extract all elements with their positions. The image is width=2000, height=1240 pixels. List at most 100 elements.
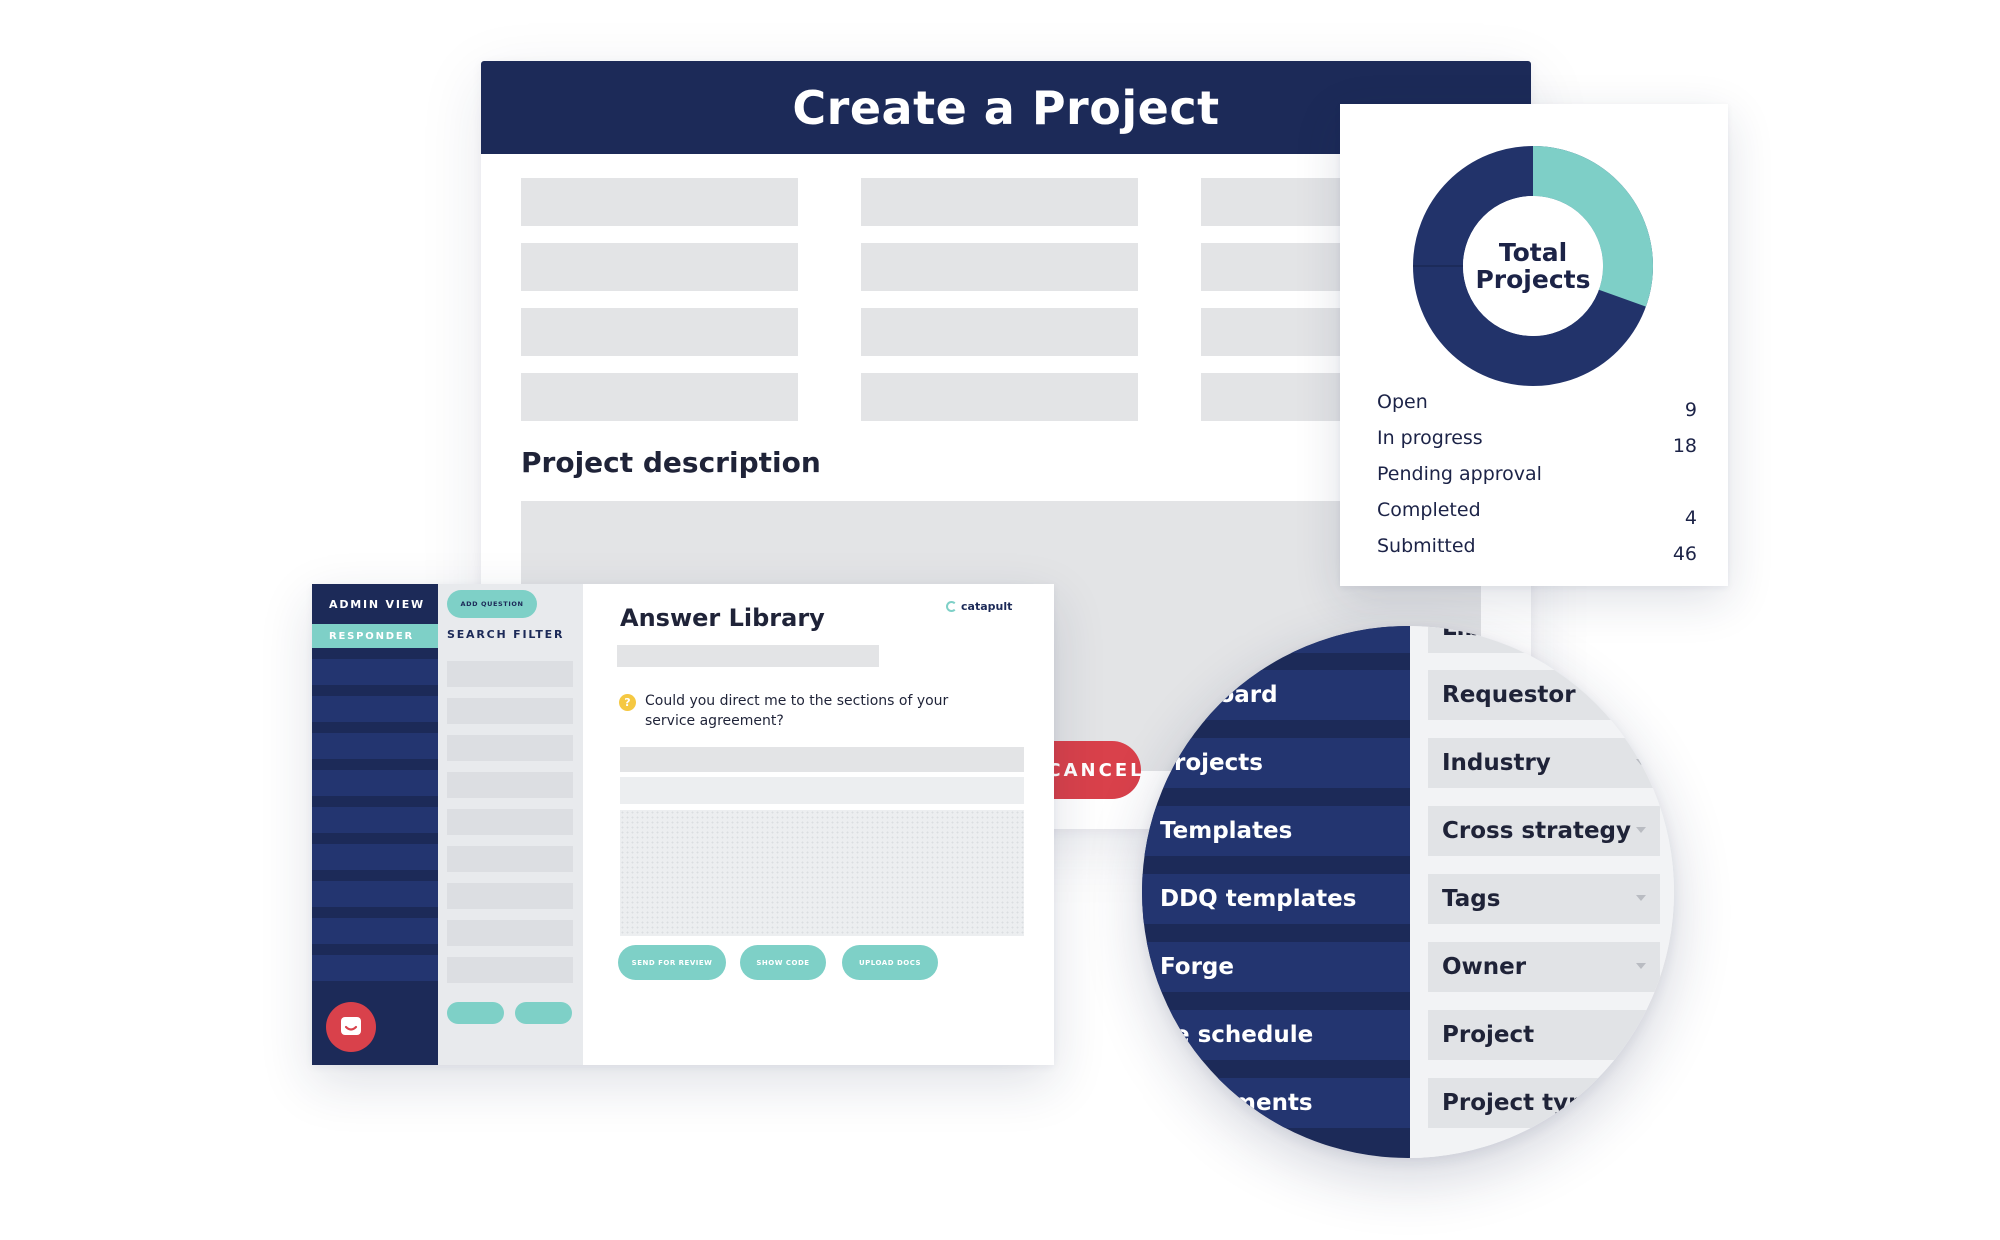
zoomed-filter-tags[interactable]: Tags (1428, 874, 1660, 924)
donut-center-label: Total Projects (1413, 146, 1653, 386)
filter-action-pill[interactable] (515, 1002, 572, 1024)
answer-field[interactable] (620, 777, 1024, 804)
brand-name: catapult (961, 600, 1013, 613)
zoomed-nav-item[interactable]: Forge (1142, 942, 1410, 992)
zoomed-nav-item[interactable]: rojects (1142, 738, 1410, 788)
chat-button[interactable] (326, 1002, 376, 1052)
chevron-down-icon (1636, 895, 1646, 901)
stat-row-open: Open 9 (1377, 391, 1697, 421)
sidebar-item[interactable] (312, 770, 438, 796)
answer-library-card: ADMIN VIEW RESPONDER ADD QUESTION SEARCH… (312, 584, 1054, 1065)
magnifier-zoom: Libr board rojects Templates DDQ templat… (1142, 626, 1674, 1158)
zoomed-filter-owner[interactable]: Owner (1428, 942, 1660, 992)
stat-label: Open (1377, 391, 1428, 413)
catapult-logo-icon (946, 601, 957, 612)
catapult-logo: catapult (946, 600, 1012, 613)
stat-value: 4 (1684, 507, 1697, 529)
form-field[interactable] (521, 373, 798, 421)
search-filter-panel: ADD QUESTION SEARCH FILTER (438, 584, 583, 1065)
form-field[interactable] (521, 308, 798, 356)
stat-row-submitted: Submitted 46 (1377, 535, 1697, 565)
form-field[interactable] (521, 178, 798, 226)
answer-text-area[interactable] (620, 810, 1024, 936)
zoomed-field-label: Project typ (1442, 1090, 1585, 1116)
zoomed-field-label: Cross strategy (1442, 818, 1632, 844)
zoomed-nav-item[interactable]: board (1142, 670, 1410, 720)
zoomed-nav-item[interactable]: Libr (1142, 626, 1410, 653)
form-field[interactable] (521, 243, 798, 291)
project-description-label: Project description (521, 446, 821, 479)
zoomed-filter-project[interactable]: Project (1428, 1010, 1660, 1060)
zoomed-filter-project-type[interactable]: Project typ (1428, 1078, 1660, 1128)
stat-row-in-progress: In progress 18 (1377, 427, 1697, 457)
zoomed-field-label: Tags (1442, 886, 1501, 912)
filter-item[interactable] (447, 735, 573, 761)
zoomed-nav-item[interactable]: DDQ templates (1142, 874, 1410, 924)
question-text: Could you direct me to the sections of y… (645, 693, 949, 729)
question-icon: ? (619, 694, 636, 711)
admin-view-label: ADMIN VIEW (329, 598, 425, 611)
zoomed-field-label: Project (1442, 1022, 1535, 1048)
sidebar-item[interactable] (312, 844, 438, 870)
filter-item[interactable] (447, 846, 573, 872)
filter-item[interactable] (447, 957, 573, 983)
chevron-down-icon (1636, 759, 1646, 765)
donut-title-line1: Total (1498, 238, 1568, 267)
stat-label: Pending approval (1377, 463, 1542, 485)
show-code-button[interactable]: SHOW CODE (740, 945, 826, 980)
tab-responder[interactable]: RESPONDER (312, 624, 438, 648)
filter-item[interactable] (447, 809, 573, 835)
answer-field[interactable] (620, 747, 1024, 772)
filter-item[interactable] (447, 661, 573, 687)
total-projects-card: Total Projects Open 9 In progress 18 Pen… (1340, 104, 1728, 586)
zoomed-field-label: Libr (1442, 626, 1493, 641)
filter-item[interactable] (447, 920, 573, 946)
library-search-bar[interactable] (617, 645, 879, 667)
zoomed-field-label: Industry (1442, 750, 1551, 776)
stat-label: Submitted (1377, 535, 1476, 557)
sidebar-item[interactable] (312, 696, 438, 722)
answer-library-title: Answer Library (620, 604, 825, 632)
sidebar-item[interactable] (312, 733, 438, 759)
chevron-down-icon (1636, 963, 1646, 969)
total-projects-donut-chart (1413, 146, 1653, 386)
zoomed-field-label: Owner (1442, 954, 1527, 980)
sidebar-item[interactable] (312, 807, 438, 833)
donut-segment-teal (1413, 146, 1653, 386)
donut-title-line2: Projects (1475, 265, 1591, 294)
zoomed-nav-item[interactable]: ments (1142, 1078, 1410, 1128)
donut-hole (1463, 196, 1603, 336)
stat-row-completed: Completed 4 (1377, 499, 1697, 529)
zoomed-filter-cross-strategy[interactable]: Cross strategy (1428, 806, 1660, 856)
sidebar-item[interactable] (312, 918, 438, 944)
filter-item[interactable] (447, 772, 573, 798)
zoomed-sidebar: Libr board rojects Templates DDQ templat… (1142, 626, 1410, 1158)
library-sidebar: ADMIN VIEW RESPONDER (312, 584, 438, 1065)
zoomed-nav-item[interactable]: e schedule (1142, 1010, 1410, 1060)
zoomed-filter-industry[interactable]: Industry (1428, 738, 1660, 788)
add-question-button[interactable]: ADD QUESTION (447, 590, 537, 618)
zoomed-filter-field[interactable]: Libr (1428, 626, 1660, 653)
zoomed-filter-requestor[interactable]: Requestor (1428, 670, 1660, 720)
stat-value: 9 (1684, 399, 1697, 421)
upload-docs-button[interactable]: UPLOAD DOCS (842, 945, 938, 980)
form-field[interactable] (861, 373, 1138, 421)
search-filter-label: SEARCH FILTER (447, 628, 565, 641)
stat-label: Completed (1377, 499, 1481, 521)
filter-item[interactable] (447, 883, 573, 909)
stat-label: In progress (1377, 427, 1483, 449)
stat-value: 18 (1672, 435, 1697, 457)
filter-item[interactable] (447, 698, 573, 724)
send-for-review-button[interactable]: SEND FOR REVIEW (618, 945, 726, 980)
sidebar-item[interactable] (312, 881, 438, 907)
sidebar-item[interactable] (312, 955, 438, 981)
form-field[interactable] (861, 178, 1138, 226)
filter-action-pill[interactable] (447, 1002, 504, 1024)
sidebar-item[interactable] (312, 659, 438, 685)
page-title: Create a Project (792, 80, 1220, 135)
form-field[interactable] (861, 308, 1138, 356)
zoomed-nav-item[interactable]: Templates (1142, 806, 1410, 856)
chat-icon (341, 1017, 361, 1035)
form-field[interactable] (861, 243, 1138, 291)
stat-value: 46 (1672, 543, 1697, 565)
